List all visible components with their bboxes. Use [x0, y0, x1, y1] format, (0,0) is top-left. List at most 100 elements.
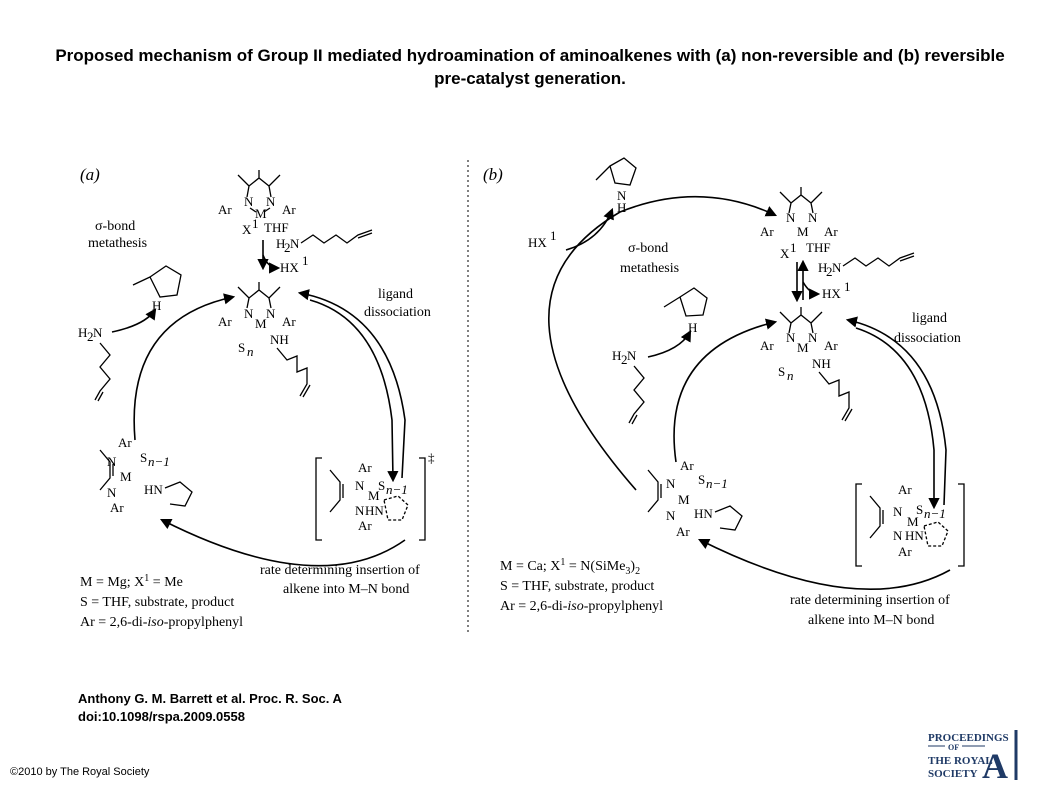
- svg-text:THE ROYAL: THE ROYAL: [928, 755, 993, 767]
- panel-b-legend-line3: Ar = 2,6-di-iso-propylphenyl: [500, 599, 663, 614]
- panel-b-hx1-right: HX: [822, 286, 841, 301]
- svg-text:S: S: [916, 502, 923, 517]
- svg-text:SOCIETY: SOCIETY: [928, 768, 978, 780]
- panel-a-ligand: ligand: [378, 287, 413, 302]
- panel-a-label: (a): [80, 165, 100, 184]
- svg-text:N: N: [107, 454, 117, 469]
- panel-b-cyclized-amide: Ar N N M S n−1 HN Ar: [647, 458, 743, 539]
- panel-a-dissociation: dissociation: [364, 305, 431, 320]
- svg-text:H: H: [276, 236, 285, 251]
- svg-text:NH: NH: [812, 356, 831, 371]
- panel-b-rate-line1: rate determining insertion of: [790, 593, 950, 608]
- svg-text:n−1: n−1: [706, 476, 728, 491]
- panel-b-substrate-left: H 2 N: [612, 348, 645, 425]
- panel-a-precatalyst: N N Ar Ar M X 1 THF: [218, 170, 296, 237]
- svg-text:H: H: [617, 200, 626, 215]
- panel-a-rate-line1: rate determining insertion of: [260, 563, 420, 578]
- panel-a-transition-state: ‡ N N Ar Ar M S n−1 HN: [315, 450, 435, 541]
- svg-text:2: 2: [826, 264, 833, 279]
- svg-text:N: N: [786, 330, 796, 345]
- svg-text:A: A: [982, 746, 1008, 786]
- svg-text:Ar: Ar: [218, 202, 232, 217]
- svg-text:N: N: [832, 260, 842, 275]
- svg-text:N: N: [107, 485, 117, 500]
- panel-b-sigma-bond: σ-bond: [628, 241, 668, 256]
- svg-text:M: M: [907, 514, 919, 529]
- svg-text:Ar: Ar: [760, 338, 774, 353]
- svg-text:2: 2: [621, 352, 628, 367]
- panel-b-transition-state: N N Ar Ar M S n−1 HN: [855, 482, 965, 567]
- svg-text:Ar: Ar: [898, 544, 912, 559]
- svg-text:H: H: [152, 298, 161, 313]
- panel-a-metathesis: metathesis: [88, 236, 147, 251]
- svg-text:M: M: [678, 492, 690, 507]
- panel-b-pyrrolidine-mid: H: [663, 287, 708, 335]
- svg-text:M: M: [120, 469, 132, 484]
- svg-text:N: N: [93, 325, 103, 340]
- svg-text:Ar: Ar: [898, 482, 912, 497]
- svg-text:Ar: Ar: [358, 518, 372, 533]
- svg-text:Ar: Ar: [824, 224, 838, 239]
- svg-text:S: S: [698, 472, 705, 487]
- panel-b-ligand: ligand: [912, 311, 947, 326]
- svg-text:S: S: [140, 450, 147, 465]
- svg-text:Ar: Ar: [358, 460, 372, 475]
- svg-text:N: N: [666, 508, 676, 523]
- svg-text:X: X: [780, 246, 790, 261]
- svg-text:S: S: [378, 478, 385, 493]
- citation: Anthony G. M. Barrett et al. Proc. R. So…: [78, 690, 342, 726]
- svg-text:n−1: n−1: [386, 482, 408, 497]
- copyright-notice: ©2010 by The Royal Society: [10, 766, 150, 778]
- panel-a-sigma-bond: σ-bond: [95, 219, 135, 234]
- svg-text:Ar: Ar: [118, 435, 132, 450]
- svg-text:1: 1: [550, 228, 557, 243]
- svg-text:N: N: [893, 528, 903, 543]
- svg-text:N: N: [893, 504, 903, 519]
- svg-text:N: N: [266, 306, 276, 321]
- svg-text:N: N: [355, 503, 365, 518]
- svg-text:NH: NH: [270, 332, 289, 347]
- svg-text:n−1: n−1: [924, 506, 946, 521]
- svg-text:1: 1: [302, 253, 309, 268]
- panel-a-rate-line2: alkene into M–N bond: [283, 582, 409, 597]
- panel-b-hx1: HX: [528, 235, 547, 250]
- svg-text:N: N: [617, 188, 627, 203]
- panel-a-legend-line3: Ar = 2,6-di-iso-propylphenyl: [80, 615, 243, 630]
- panel-b-label: (b): [483, 165, 503, 184]
- svg-text:Ar: Ar: [824, 338, 838, 353]
- svg-text:M: M: [368, 488, 380, 503]
- panel-a-legend: M = Mg; X1 = Me S = THF, substrate, prod…: [80, 573, 243, 630]
- svg-text:THF: THF: [806, 240, 831, 255]
- svg-text:Ar: Ar: [676, 524, 690, 539]
- svg-text:N: N: [266, 194, 276, 209]
- svg-text:X: X: [242, 222, 252, 237]
- svg-text:1: 1: [790, 240, 797, 255]
- svg-text:H: H: [688, 320, 697, 335]
- svg-text:N: N: [666, 476, 676, 491]
- panel-a-legend-line2: S = THF, substrate, product: [80, 595, 234, 610]
- panel-a-pyrrolidine-product: H: [132, 265, 182, 313]
- svg-text:N: N: [786, 210, 796, 225]
- panel-a-legend-line1: M = Mg; X1 = Me: [80, 573, 183, 590]
- svg-text:‡: ‡: [428, 450, 435, 465]
- panel-a-active-catalyst: N N Ar Ar M S n NH: [218, 282, 311, 398]
- svg-text:S: S: [778, 364, 785, 379]
- svg-text:M: M: [255, 206, 267, 221]
- panel-b-legend-line1: M = Ca; X1 = N(SiMe3)2: [500, 557, 640, 577]
- svg-text:2: 2: [87, 329, 94, 344]
- panel-a-cyclized-amide: Ar N N M S n−1 HN Ar: [99, 435, 193, 515]
- svg-text:HN: HN: [905, 528, 924, 543]
- svg-text:Ar: Ar: [218, 314, 232, 329]
- panel-b-active-catalyst: N N Ar Ar M S n NH: [760, 307, 853, 422]
- panel-b-legend: M = Ca; X1 = N(SiMe3)2 S = THF, substrat…: [500, 557, 663, 614]
- svg-text:N: N: [627, 348, 637, 363]
- svg-text:N: N: [808, 330, 818, 345]
- panel-a-substrate-left: H 2 N: [78, 325, 111, 402]
- svg-text:H: H: [818, 260, 827, 275]
- svg-text:H: H: [612, 348, 621, 363]
- panel-b-substrate-top: H 2 N: [818, 252, 915, 279]
- panel-b-legend-line2: S = THF, substrate, product: [500, 579, 654, 594]
- panel-b-metathesis: metathesis: [620, 261, 679, 276]
- svg-text:N: N: [808, 210, 818, 225]
